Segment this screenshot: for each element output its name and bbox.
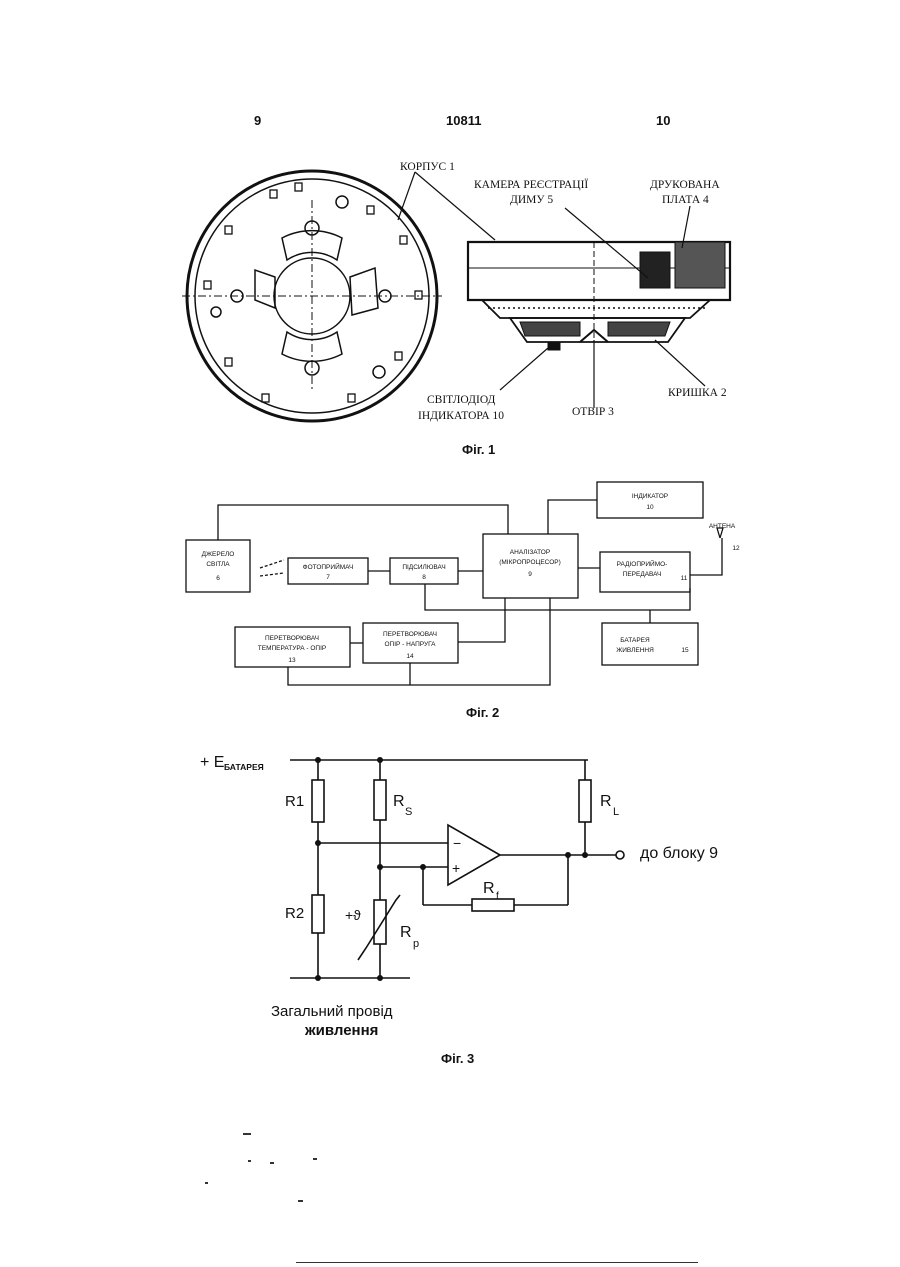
resistor-r1 — [312, 780, 324, 822]
resistor-rl — [579, 780, 591, 822]
fig3-circuit: + E БАТАРЕЯ R1 R2 R S R L R f R p +ϑ − + — [190, 745, 750, 985]
r1-label: R1 — [285, 793, 304, 810]
scan-speck — [205, 1182, 208, 1184]
rp-label: R — [400, 924, 412, 941]
block-amp-text: ПІДСИЛЮВАЧ — [402, 564, 445, 571]
block-analyzer — [483, 534, 578, 598]
label-chamber-line2: ДИМУ 5 — [510, 193, 553, 207]
block-indicator-num: 10 — [646, 504, 654, 511]
page-number-right: 10 — [656, 113, 670, 128]
rl-label: R — [600, 793, 612, 810]
opamp-minus: − — [453, 835, 461, 851]
fig2-block-diagram: ДЖЕРЕЛО СВІТЛА 6 ФОТОПРИЙМАЧ 7 ПІДСИЛЮВА… — [180, 470, 760, 695]
rf-label: R — [483, 880, 495, 897]
block-battery-text1: БАТАРЕЯ — [620, 637, 650, 644]
supply-label: + E — [200, 754, 224, 771]
output-label: до блоку 9 — [640, 845, 718, 863]
label-board-line2: ПЛАТА 4 — [662, 193, 709, 207]
block-light-text1: ДЖЕРЕЛО — [202, 551, 235, 558]
block-battery-text2: ЖИВЛЕННЯ — [616, 647, 654, 654]
thermistor-rp — [374, 900, 386, 944]
scan-speck — [313, 1158, 317, 1160]
block-battery-num: 15 — [681, 647, 689, 654]
label-led-line1: СВІТЛОДІОД — [427, 393, 495, 407]
label-cover: КРИШКА 2 — [668, 386, 727, 400]
resistor-rf — [472, 899, 514, 911]
rp-subscript: p — [413, 938, 419, 950]
block-indicator — [597, 482, 703, 518]
rl-subscript: L — [613, 806, 619, 818]
op-amp — [448, 825, 500, 885]
resistor-r2 — [312, 895, 324, 933]
page-number-left: 9 — [254, 113, 261, 128]
block-radio-text2: ПЕРЕДАВАЧ — [623, 571, 662, 578]
r2-label: R2 — [285, 905, 304, 922]
antenna-label: АНТЕНА — [709, 523, 736, 530]
label-hole: ОТВІР 3 — [572, 405, 614, 419]
block-radio-text1: РАДІОПРИЙМО- — [617, 559, 668, 568]
block-res-text2: ОПІР - НАПРУГА — [384, 641, 436, 648]
block-photo-text: ФОТОПРИЙМАЧ — [303, 562, 354, 571]
block-res-num: 14 — [406, 653, 414, 660]
rf-subscript: f — [496, 891, 499, 902]
document-number: 10811 — [446, 113, 481, 128]
fig2-caption: Фіг. 2 — [466, 705, 499, 720]
detector-top-view — [182, 171, 442, 421]
resistor-rs — [374, 780, 386, 820]
block-indicator-text: ІНДИКАТОР — [632, 493, 668, 500]
block-temp-text1: ПЕРЕТВОРЮВАЧ — [265, 635, 319, 642]
block-analyzer-text2: (МІКРОПРОЦЕСОР) — [499, 559, 561, 566]
block-temp-text2: ТЕМПЕРАТУРА - ОПІР — [258, 645, 326, 652]
block-photo-num: 7 — [326, 574, 330, 581]
temperature-label: +ϑ — [345, 907, 361, 923]
block-light-text2: СВІТЛА — [206, 561, 230, 568]
scan-speck — [243, 1133, 251, 1135]
label-chamber-line1: КАМЕРА РЕЄСТРАЦІЇ — [474, 178, 588, 192]
rs-subscript: S — [405, 806, 412, 818]
fig1-leader-lines — [398, 172, 705, 408]
bottom-rule — [296, 1262, 698, 1263]
block-battery — [602, 623, 698, 665]
label-led-line2: ІНДИКАТОРА 10 — [418, 409, 504, 423]
block-amp-num: 8 — [422, 574, 426, 581]
supply-subscript: БАТАРЕЯ — [224, 762, 264, 772]
block-analyzer-text1: АНАЛІЗАТОР — [510, 549, 550, 556]
fig3-caption: Фіг. 3 — [441, 1051, 474, 1066]
antenna-num: 12 — [732, 545, 740, 552]
fig1-caption: Фіг. 1 — [462, 442, 495, 457]
label-board-line1: ДРУКОВАНА — [650, 178, 720, 192]
scan-speck — [270, 1162, 274, 1164]
block-temp-num: 13 — [288, 657, 296, 664]
scan-speck — [298, 1200, 303, 1202]
scan-speck — [248, 1160, 251, 1162]
block-analyzer-num: 9 — [528, 571, 532, 578]
block-light-num: 6 — [216, 575, 220, 582]
opamp-plus: + — [452, 860, 460, 876]
label-body-1: КОРПУС 1 — [400, 160, 455, 174]
detector-side-view — [468, 242, 730, 350]
ground-label-line2: живлення — [305, 1022, 378, 1039]
rs-label: R — [393, 793, 405, 810]
block-radio-num: 11 — [681, 575, 688, 582]
ground-label-line1: Загальний провід — [271, 1003, 393, 1020]
block-res-text1: ПЕРЕТВОРЮВАЧ — [383, 631, 437, 638]
